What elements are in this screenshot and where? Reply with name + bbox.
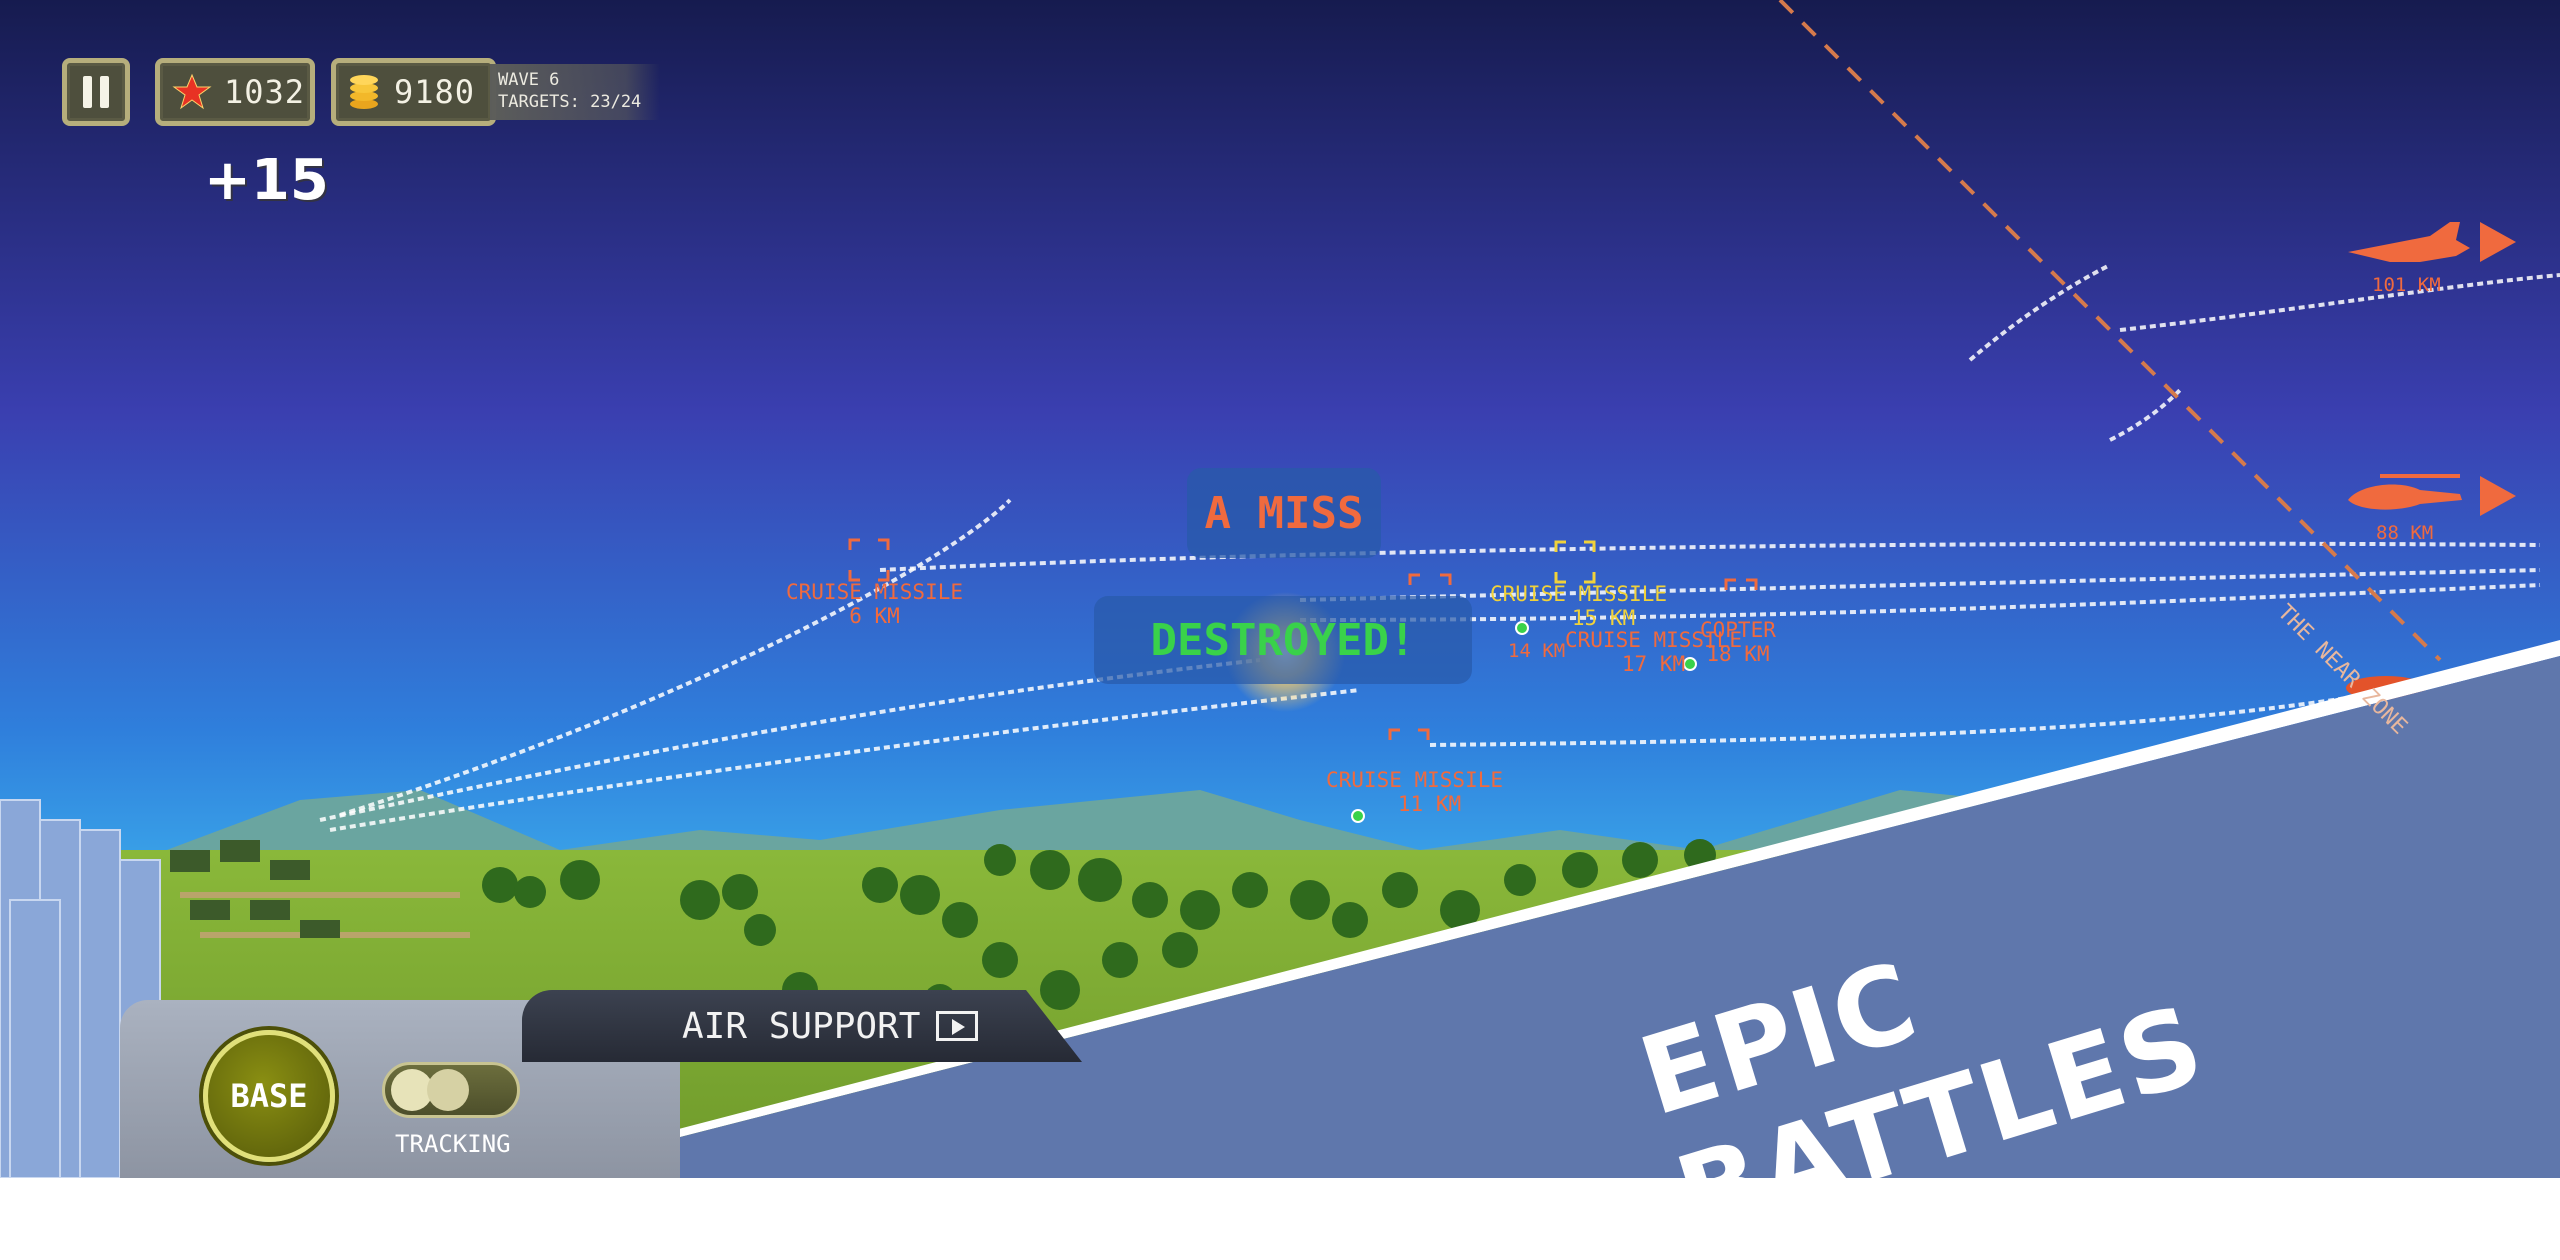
target-label[interactable]: CRUISE MISSILE 11 KM <box>1326 768 1504 816</box>
tracking-toggle[interactable] <box>382 1062 520 1118</box>
destroyed-message: DESTROYED! <box>1094 596 1472 684</box>
pause-icon <box>83 76 92 108</box>
near-zone-boundary <box>1778 0 2442 662</box>
video-ad-icon <box>936 1011 979 1041</box>
target-label[interactable]: CRUISE MISSILE 17 KM <box>1565 628 1743 676</box>
tracking-label: TRACKING <box>395 1130 511 1158</box>
wave-number: WAVE 6 <box>498 70 560 90</box>
offscreen-distance: 101 KM <box>2372 274 2441 296</box>
score-counter: 1032 <box>155 58 315 126</box>
coin-counter: 9180 <box>331 58 496 126</box>
score-value: 1032 <box>224 73 306 111</box>
helicopter-icon <box>2348 474 2516 516</box>
star-icon <box>172 73 212 110</box>
target-distance[interactable]: 14 KM <box>1508 640 1566 662</box>
miss-message: A MISS <box>1187 468 1381 558</box>
contrails <box>319 263 2560 832</box>
coin-stack-icon <box>350 75 378 109</box>
toggle-knob <box>427 1069 469 1111</box>
air-support-label: AIR SUPPORT <box>682 1005 921 1047</box>
selected-target-bracket <box>1554 540 1596 584</box>
base-units <box>170 840 340 938</box>
fighter-jet-icon <box>2348 222 2516 262</box>
target-label[interactable]: CRUISE MISSILE 6 KM <box>786 580 964 628</box>
air-support-button[interactable]: AIR SUPPORT <box>522 990 1082 1062</box>
pause-button[interactable] <box>62 58 130 126</box>
offscreen-distance: 88 KM <box>2376 522 2434 544</box>
coin-value: 9180 <box>394 73 476 111</box>
field-strip <box>180 892 460 898</box>
target-dot <box>1515 621 1529 635</box>
target-dot <box>1683 657 1697 671</box>
target-dot <box>1351 809 1365 823</box>
score-bonus: +15 <box>204 148 329 213</box>
base-button[interactable]: BASE <box>203 1030 335 1162</box>
target-label[interactable]: COPTER 18 KM <box>1700 618 1776 666</box>
target-label-selected[interactable]: CRUISE MISSILE 15 KM <box>1490 582 1668 630</box>
target-brackets <box>848 538 1758 740</box>
targets-count: TARGETS: 23/24 <box>498 92 642 112</box>
forest <box>482 839 1716 1016</box>
wave-info: WAVE 6 TARGETS: 23/24 <box>490 64 660 120</box>
